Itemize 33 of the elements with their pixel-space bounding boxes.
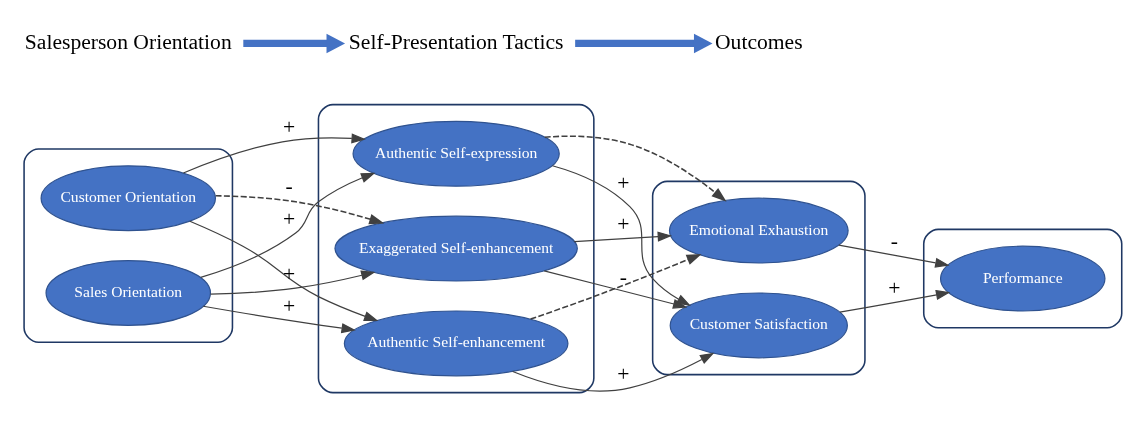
arrow xyxy=(512,352,715,392)
node-text: Salesperson Orientation xyxy=(24,29,232,54)
cluster xyxy=(922,228,1123,329)
arrow xyxy=(200,172,376,278)
cluster xyxy=(651,180,866,375)
arrow xyxy=(838,243,950,268)
edge-label: - xyxy=(890,228,898,253)
arrow xyxy=(544,134,727,202)
edge-label: + xyxy=(617,211,630,236)
edge-label: + xyxy=(282,293,296,318)
cluster xyxy=(23,147,234,343)
arrow xyxy=(839,289,951,313)
arrow xyxy=(189,220,379,321)
arrow xyxy=(214,194,385,224)
edge-label: + xyxy=(282,206,296,231)
node-ellipse: Sales Orientation xyxy=(45,259,212,326)
node-text: Self-Presentation Tactics xyxy=(348,29,564,54)
edge-label: - xyxy=(619,264,627,289)
node-ellipse: Performance xyxy=(939,245,1106,312)
node-ellipse: Customer Orientation xyxy=(40,164,216,231)
edge-label: + xyxy=(617,361,630,386)
arrow xyxy=(529,253,702,320)
node-text: Outcomes xyxy=(715,29,803,54)
edge-label: + xyxy=(888,275,901,300)
arrow xyxy=(543,269,688,309)
edge-label: - xyxy=(285,173,293,198)
edge-label: + xyxy=(282,114,296,139)
arrow xyxy=(182,132,366,174)
arrow xyxy=(209,270,376,295)
edge-label: + xyxy=(617,170,630,195)
cluster xyxy=(317,103,595,393)
arrow xyxy=(573,231,673,242)
arrow xyxy=(202,305,356,333)
